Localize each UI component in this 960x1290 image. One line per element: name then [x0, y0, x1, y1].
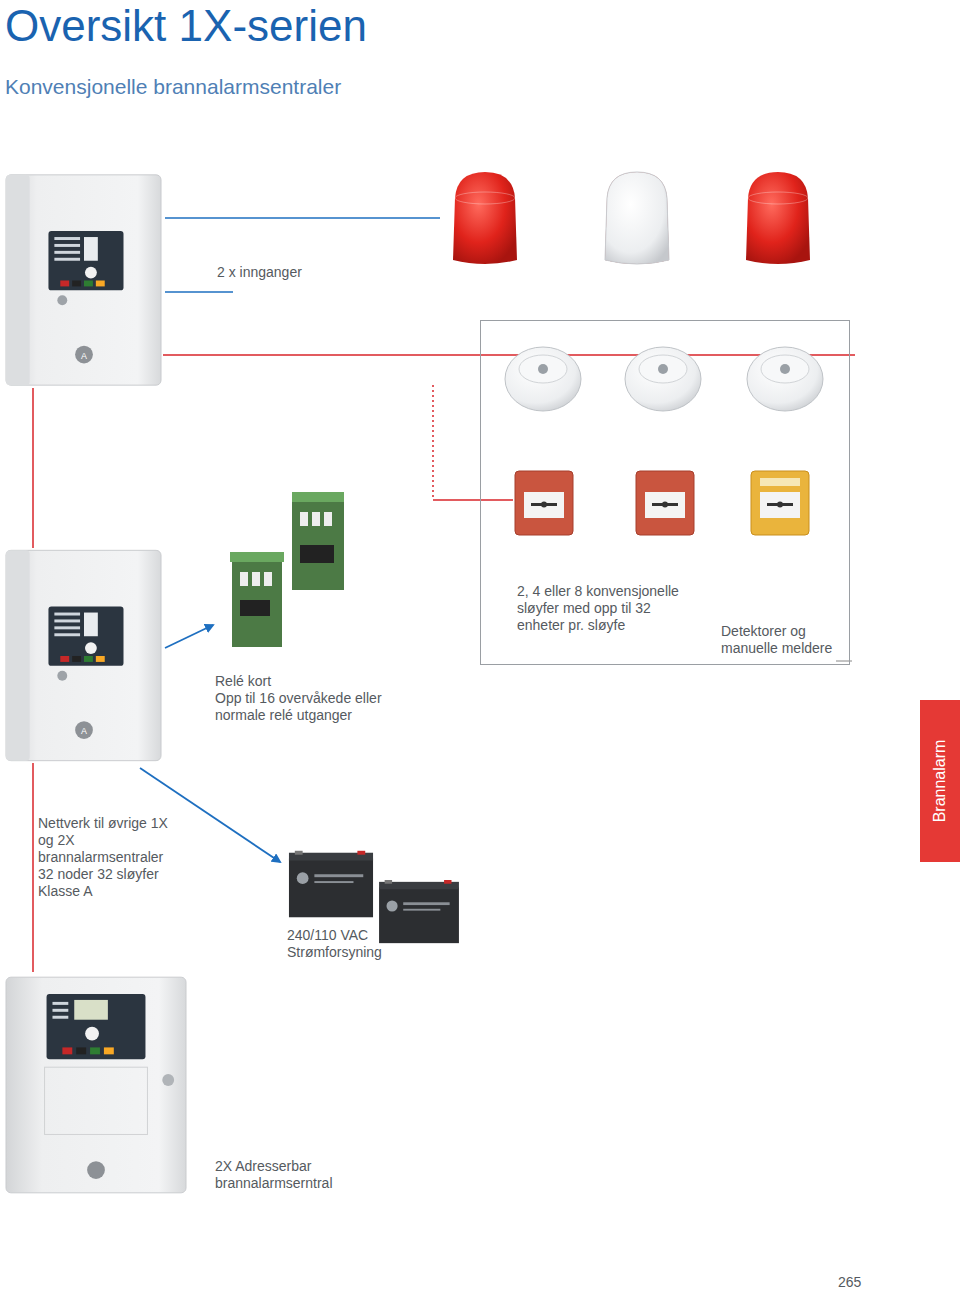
wires: [33, 218, 855, 972]
relay-note-wrap: Opp til 16 overvåkede eller normale relé…: [215, 690, 400, 724]
relay-card: [292, 492, 344, 590]
page-number: 265: [838, 1274, 861, 1290]
relay-card: [230, 552, 284, 647]
section-tab: Brannalarm: [920, 700, 960, 862]
relay-heading-wrap: Relé kort: [215, 673, 271, 690]
title-wrap: Oversikt 1X-serien: [5, 0, 367, 52]
subtitle: Konvensjonelle brannalarmsentraler: [5, 74, 341, 100]
page-title: Oversikt 1X-serien: [5, 0, 367, 52]
section-name: Brannalarm: [930, 740, 950, 823]
device-group: 2, 4 eller 8 konvensjonelle sløyfer med …: [480, 320, 850, 665]
call-point: [515, 471, 573, 535]
detector: [747, 347, 823, 411]
battery: [289, 851, 373, 917]
input-note: 2 x innganger: [217, 264, 302, 281]
panel-name: 2X Adresserbar brannalarmserntral: [215, 1158, 355, 1192]
group-caption: Detektorer og manuelle meldere: [721, 623, 841, 657]
input-note-wrap: 2 x innganger: [217, 264, 302, 281]
loop-note: 2, 4 eller 8 konvensjonelle sløyfer med …: [517, 583, 702, 634]
control-panel: [6, 175, 161, 385]
detector: [625, 347, 701, 411]
call-point: [636, 471, 694, 535]
addressable-panel: [6, 977, 186, 1193]
page-number-wrap: 265: [838, 1274, 861, 1290]
sounder: [605, 172, 669, 264]
control-panel: [6, 550, 161, 760]
call-point: [751, 471, 809, 535]
subtitle-wrap: Konvensjonelle brannalarmsentraler: [5, 74, 341, 100]
panel-name-wrap: 2X Adresserbar brannalarmserntral: [215, 1158, 355, 1192]
white-sounder: [605, 172, 669, 264]
detector: [505, 347, 581, 411]
network-note: Nettverk til øvrige 1X og 2X brannalarms…: [38, 815, 178, 900]
battery: [379, 880, 459, 943]
power-note-wrap: 240/110 VAC Strømforsyning: [287, 927, 407, 961]
relay-note: Opp til 16 overvåkede eller normale relé…: [215, 690, 400, 724]
relay-heading: Relé kort: [215, 673, 271, 690]
sounder: [453, 172, 517, 264]
network-note-wrap: Nettverk til øvrige 1X og 2X brannalarms…: [38, 815, 178, 900]
sounder: [746, 172, 810, 264]
power-note: 240/110 VAC Strømforsyning: [287, 927, 407, 961]
